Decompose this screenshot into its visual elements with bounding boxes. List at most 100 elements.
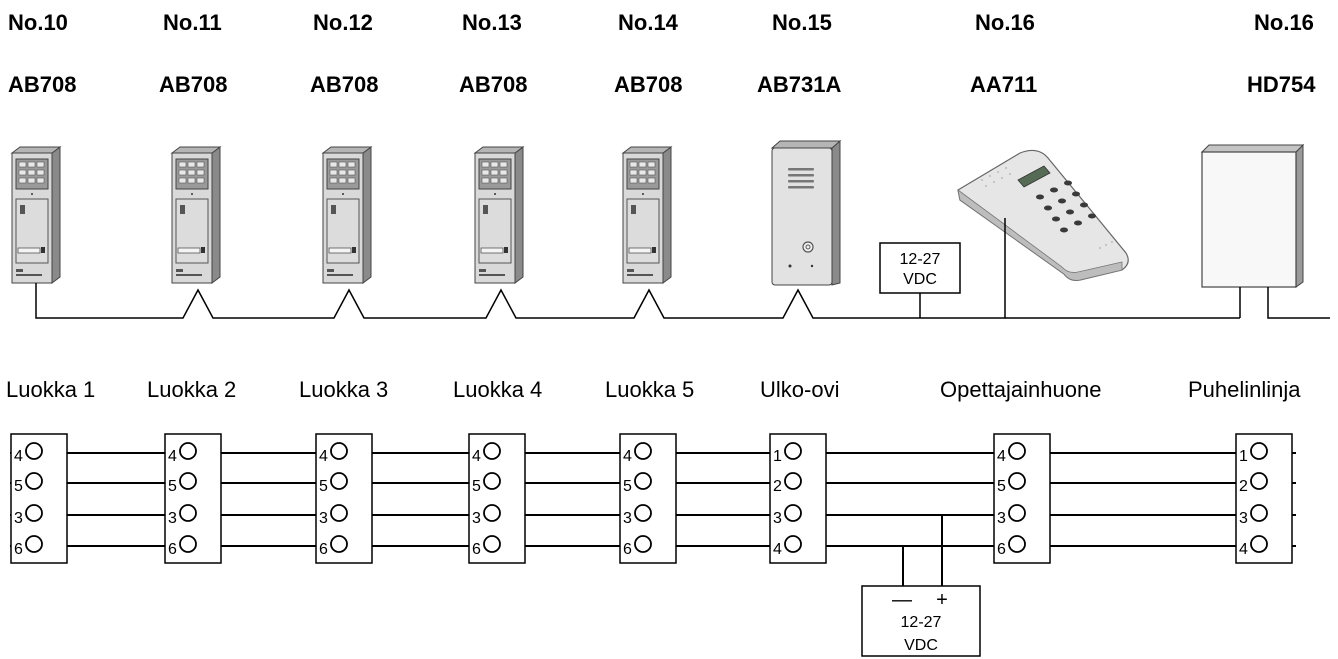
door-panel-3 [322, 146, 372, 284]
unit-model-2: AB708 [159, 72, 227, 97]
terminal-screw [1008, 535, 1026, 553]
terminal-screw [634, 504, 652, 522]
terminal-number: 4 [773, 541, 782, 558]
door-panel-5 [622, 146, 672, 284]
room-label-5: Luokka 5 [605, 377, 694, 402]
terminal-block-8: 1 2 3 4 [1235, 433, 1293, 564]
room-label-1: Luokka 1 [6, 377, 95, 402]
door-station-ab731a [770, 139, 842, 286]
bottom-psu-line2: VDC [904, 637, 938, 654]
terminal-screw [1008, 472, 1026, 490]
room-label-2: Luokka 2 [147, 377, 236, 402]
room-label-6: Ulko-ovi [760, 377, 839, 402]
terminal-screw [483, 472, 501, 490]
terminal-number: 6 [997, 541, 1006, 558]
terminal-number: 3 [14, 510, 23, 527]
terminal-number: 6 [472, 541, 481, 558]
unit-number-6: No.15 [772, 10, 832, 35]
door-panels [11, 146, 672, 284]
terminal-number: 3 [319, 510, 328, 527]
terminal-number: 4 [319, 448, 328, 465]
terminal-block-3: 4 5 3 6 [315, 433, 373, 564]
terminal-screw [330, 442, 348, 460]
terminal-screw [25, 535, 43, 553]
unit-model-8: HD754 [1247, 72, 1316, 97]
terminal-number: 6 [319, 541, 328, 558]
room-label-4: Luokka 4 [453, 377, 542, 402]
unit-model-7: AA711 [970, 72, 1037, 97]
terminal-number: 5 [997, 478, 1006, 495]
unit-number-3: No.12 [313, 10, 373, 35]
unit-model-5: AB708 [614, 72, 682, 97]
terminal-screw [634, 535, 652, 553]
unit-model-labels: AB708 AB708 AB708 AB708 AB708 AB731A AA7… [8, 72, 1316, 97]
unit-model-4: AB708 [459, 72, 527, 97]
handset-aa711 [957, 149, 1129, 281]
door-panel-2 [171, 146, 221, 284]
unit-number-labels: No.10 No.11 No.12 No.13 No.14 No.15 No.1… [8, 10, 1314, 35]
unit-number-5: No.14 [618, 10, 679, 35]
door-panel-4 [474, 146, 524, 284]
bottom-power-supply: — + 12-27 VDC [861, 515, 981, 657]
unit-number-2: No.11 [163, 10, 222, 35]
terminal-screw [634, 442, 652, 460]
unit-model-3: AB708 [310, 72, 378, 97]
terminal-screw [1008, 504, 1026, 522]
top-psu-line1: 12-27 [900, 251, 941, 268]
terminal-number: 1 [773, 448, 782, 465]
terminal-number: 4 [472, 448, 481, 465]
terminal-screw [330, 535, 348, 553]
terminal-screw [330, 472, 348, 490]
door-panel-1 [11, 146, 61, 284]
terminal-number: 3 [773, 510, 782, 527]
terminal-number: 6 [168, 541, 177, 558]
terminal-screw [330, 504, 348, 522]
terminal-number: 4 [14, 448, 23, 465]
room-label-3: Luokka 3 [299, 377, 388, 402]
bottom-psu-line1: 12-27 [901, 614, 942, 631]
terminal-screw [25, 472, 43, 490]
terminal-screw [483, 504, 501, 522]
terminal-block-1: 4 5 3 6 [10, 433, 68, 564]
unit-model-1: AB708 [8, 72, 76, 97]
terminal-screw [25, 442, 43, 460]
psu-plus-sign: + [936, 589, 948, 611]
terminal-number: 5 [319, 478, 328, 495]
room-label-7: Opettajainhuone [940, 377, 1101, 402]
terminal-screw [1250, 442, 1268, 460]
terminal-screw [179, 442, 197, 460]
terminal-screw [784, 472, 802, 490]
terminal-number: 4 [1239, 541, 1248, 558]
interface-box-hd754 [1200, 143, 1305, 288]
terminal-screw [1250, 504, 1268, 522]
terminal-number: 6 [623, 541, 632, 558]
terminal-block-5: 4 5 3 6 [619, 433, 677, 564]
terminal-screw [1008, 442, 1026, 460]
terminal-number: 1 [1239, 448, 1248, 465]
psu-minus-sign: — [892, 589, 912, 611]
room-labels: Luokka 1 Luokka 2 Luokka 3 Luokka 4 Luok… [6, 377, 1301, 402]
terminal-number: 5 [14, 478, 23, 495]
unit-number-8: No.16 [1254, 10, 1314, 35]
terminal-screw [483, 442, 501, 460]
terminal-screw [179, 504, 197, 522]
top-power-supply: 12-27 VDC [879, 242, 961, 294]
terminal-number: 3 [1239, 510, 1248, 527]
unit-number-7: No.16 [975, 10, 1035, 35]
terminal-number: 5 [623, 478, 632, 495]
terminal-number: 2 [1239, 478, 1248, 495]
terminal-screw [25, 504, 43, 522]
terminal-number: 4 [623, 448, 632, 465]
terminal-number: 6 [14, 541, 23, 558]
terminal-number: 3 [623, 510, 632, 527]
terminal-number: 3 [997, 510, 1006, 527]
terminal-screw [634, 472, 652, 490]
terminal-number: 3 [168, 510, 177, 527]
terminal-number: 5 [472, 478, 481, 495]
unit-number-1: No.10 [8, 10, 68, 35]
terminal-screw [179, 535, 197, 553]
